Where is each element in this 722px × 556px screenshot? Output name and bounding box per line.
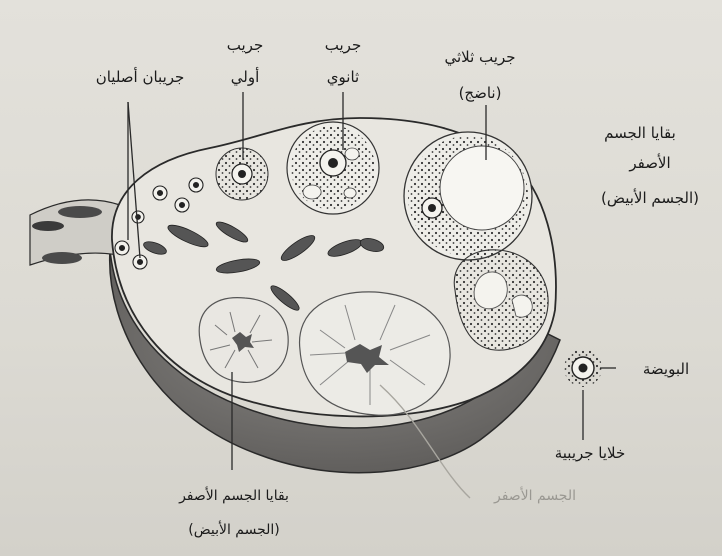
label-primordial-follicles: جريبان أصليان bbox=[96, 67, 185, 86]
vessel bbox=[58, 206, 102, 218]
label-primary-follicle-line1: جريب bbox=[227, 36, 263, 54]
label-tertiary-follicle-line2: (ناضج) bbox=[459, 84, 502, 102]
primary-follicle bbox=[216, 148, 268, 200]
tertiary-follicle bbox=[404, 132, 532, 260]
ovum bbox=[564, 349, 602, 387]
label-tertiary-follicle-line1: جريب ثلاثي bbox=[444, 48, 515, 67]
label-corpus-luteum: الجسم الأصفر bbox=[493, 486, 576, 504]
label-corpus-luteum-remnant-bottom-line2: (الجسم الأبيض) bbox=[188, 520, 280, 538]
label-corpus-luteum-remnant-right-line3: (الجسم الأبيض) bbox=[601, 188, 699, 207]
label-corpus-luteum-remnant-right-line1: بقايا الجسم bbox=[604, 124, 676, 142]
secondary-follicle bbox=[287, 122, 379, 214]
vessel bbox=[42, 252, 82, 264]
label-secondary-follicle-line2: ثانوي bbox=[327, 68, 359, 87]
label-follicular-cells: خلايا جريبية bbox=[555, 444, 626, 462]
label-ovum: البويضة bbox=[643, 360, 689, 378]
label-corpus-luteum-remnant-right-line2: الأصفر bbox=[628, 153, 670, 172]
vessel bbox=[32, 221, 64, 231]
label-primary-follicle-line2: أولي bbox=[231, 67, 259, 87]
label-corpus-luteum-remnant-bottom-line1: بقايا الجسم الأصفر bbox=[178, 486, 289, 504]
label-secondary-follicle-line1: جريب bbox=[325, 36, 361, 54]
